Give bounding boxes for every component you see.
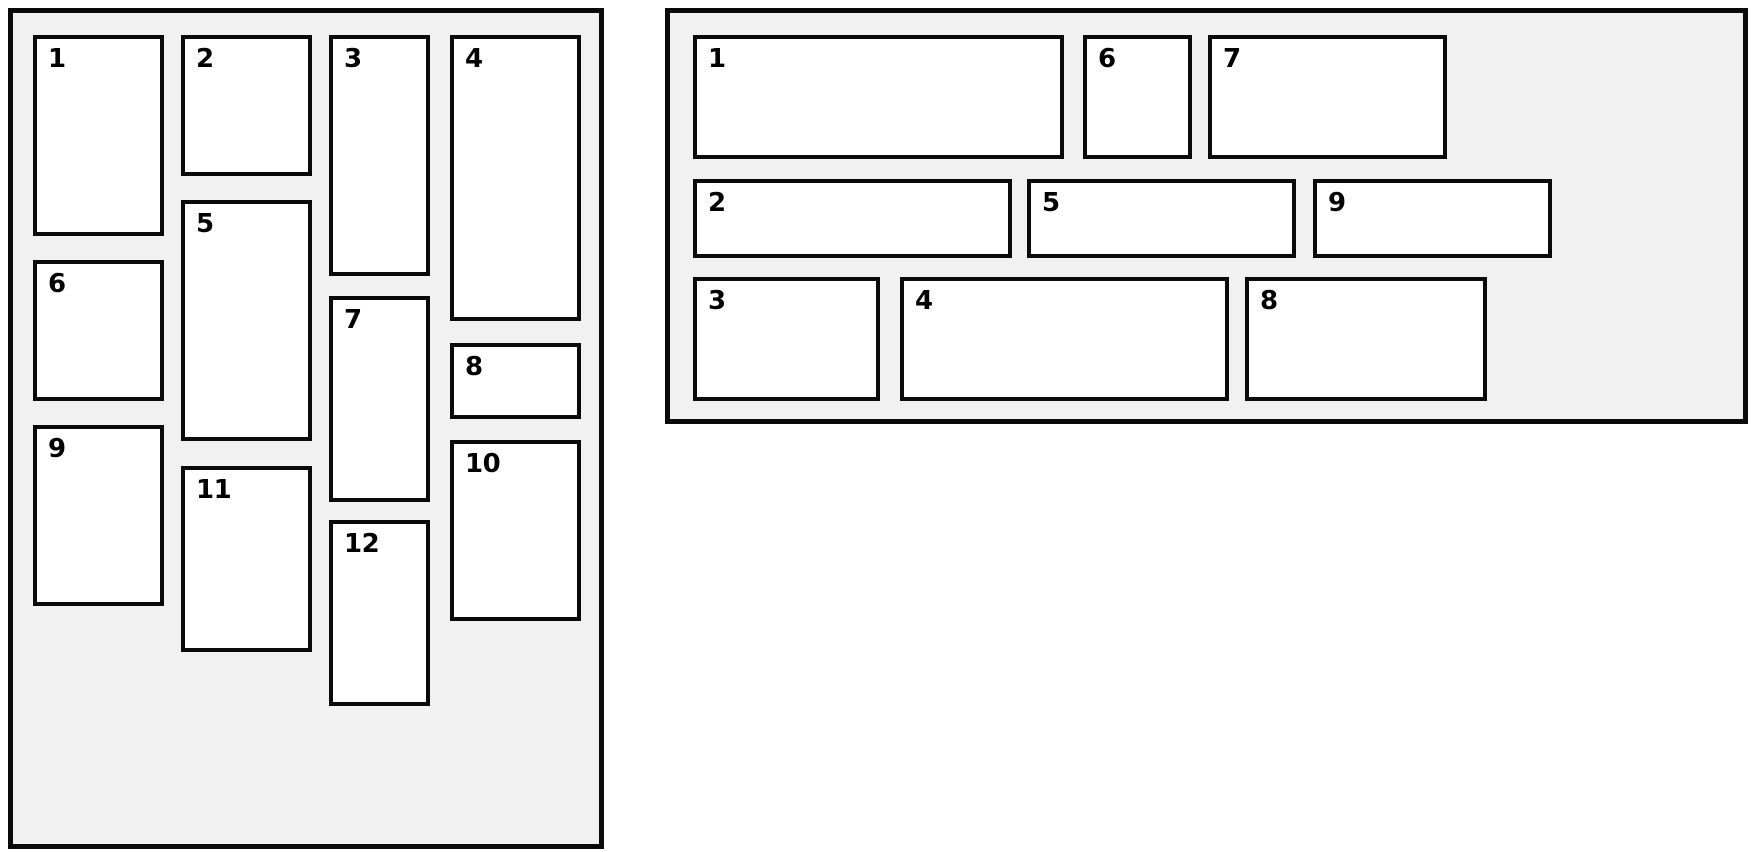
grid-item-7[interactable]: 7 [329,296,430,502]
grid-item-3[interactable]: 3 [693,277,880,401]
grid-item-1[interactable]: 1 [33,35,164,236]
grid-item-5[interactable]: 5 [1027,179,1296,258]
grid-item-6[interactable]: 6 [33,260,164,401]
grid-item-1[interactable]: 1 [693,35,1064,159]
horizontal-masonry-panel: 1 6 7 2 5 9 3 4 8 [665,8,1748,424]
grid-item-10[interactable]: 10 [450,440,581,621]
grid-item-label: 11 [196,475,232,505]
grid-item-7[interactable]: 7 [1208,35,1447,159]
grid-item-label: 12 [344,529,380,559]
grid-item-4[interactable]: 4 [900,277,1229,401]
grid-item-label: 2 [196,44,214,74]
grid-item-label: 10 [465,449,501,479]
grid-item-label: 4 [915,286,933,316]
grid-item-label: 6 [1098,44,1116,74]
grid-item-label: 8 [1260,286,1278,316]
grid-item-label: 1 [48,44,66,74]
grid-item-label: 5 [1042,188,1060,218]
grid-item-label: 3 [708,286,726,316]
grid-item-label: 4 [465,44,483,74]
grid-item-4[interactable]: 4 [450,35,581,321]
grid-item-label: 2 [708,188,726,218]
grid-item-label: 9 [48,434,66,464]
grid-item-label: 7 [344,305,362,335]
grid-item-8[interactable]: 8 [1245,277,1487,401]
grid-item-label: 3 [344,44,362,74]
grid-item-label: 5 [196,209,214,239]
grid-item-label: 7 [1223,44,1241,74]
grid-item-5[interactable]: 5 [181,200,312,441]
grid-item-label: 1 [708,44,726,74]
grid-item-3[interactable]: 3 [329,35,430,276]
grid-item-label: 8 [465,352,483,382]
grid-item-8[interactable]: 8 [450,343,581,419]
grid-item-9[interactable]: 9 [1313,179,1552,258]
grid-item-2[interactable]: 2 [181,35,312,176]
grid-item-label: 9 [1328,188,1346,218]
grid-item-11[interactable]: 11 [181,466,312,652]
grid-item-12[interactable]: 12 [329,520,430,706]
grid-item-label: 6 [48,269,66,299]
grid-item-9[interactable]: 9 [33,425,164,606]
grid-item-2[interactable]: 2 [693,179,1012,258]
grid-item-6[interactable]: 6 [1083,35,1192,159]
